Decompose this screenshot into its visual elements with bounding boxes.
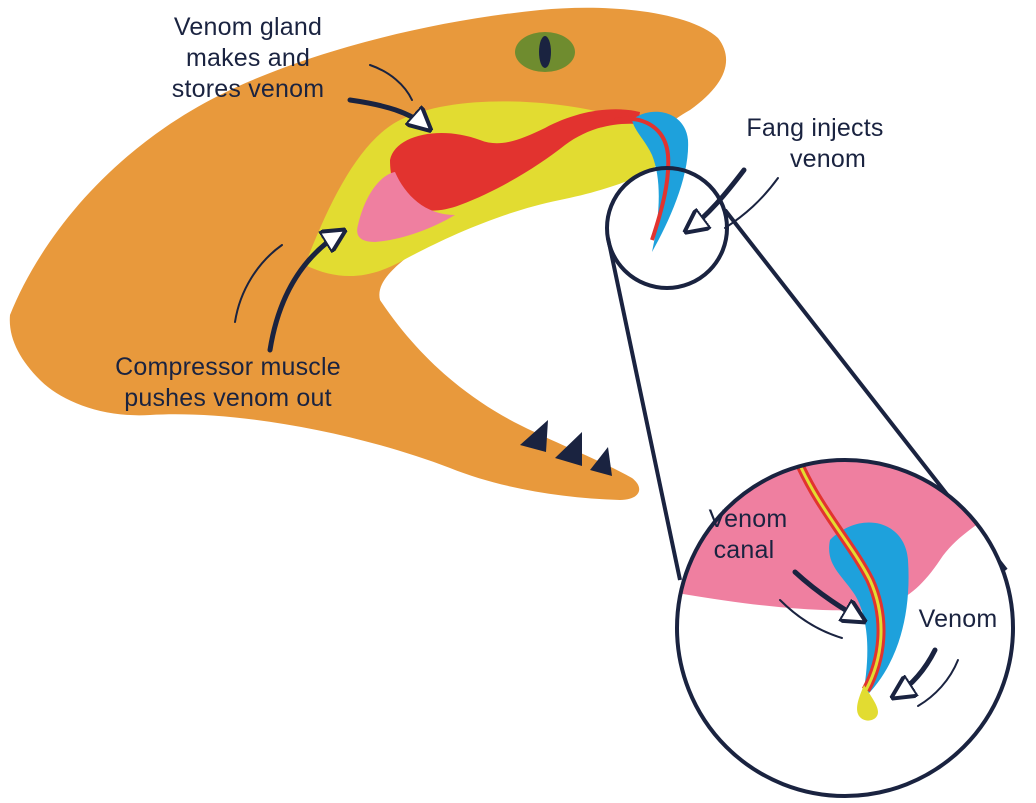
label-fang-line2: venom [790,145,866,173]
label-venom: Venom [919,605,998,633]
label-venom-gland-line3: stores venom [172,75,324,103]
label-venom-canal-line1: Venom [709,505,788,533]
label-venom-gland-line1: Venom gland [174,13,322,41]
zoom-callout [607,168,1030,800]
label-compressor-muscle-line1: Compressor muscle [115,353,341,381]
snake-head [10,8,726,500]
label-venom-gland: Venom gland makes and stores venom [172,13,324,103]
label-compressor-muscle-line2: pushes venom out [124,384,332,412]
pupil [539,36,551,68]
label-fang-line1: Fang injects [746,114,883,142]
label-venom-canal-line2: canal [714,536,775,564]
label-venom-gland-line2: makes and [186,44,310,72]
label-fang: Fang injects venom [746,114,883,173]
